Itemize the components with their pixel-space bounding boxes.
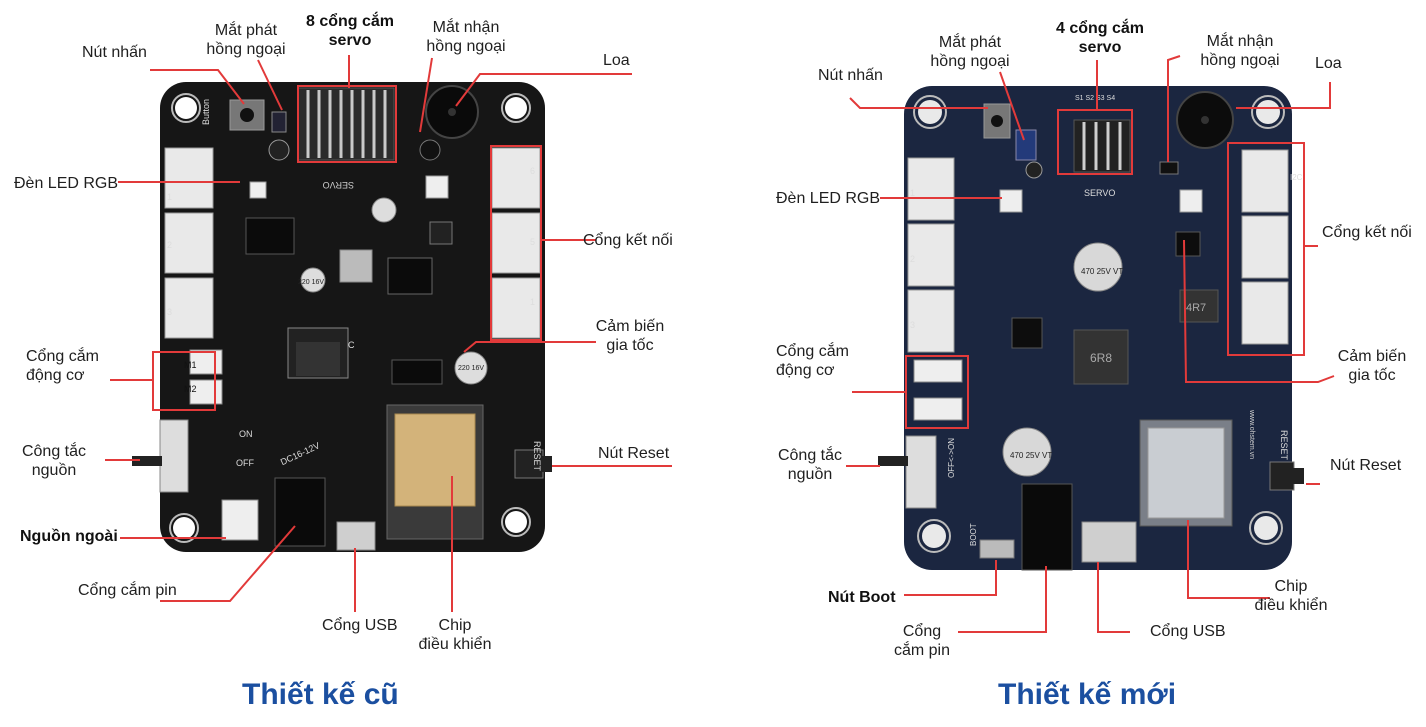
old-label-button: Nút nhấn bbox=[82, 44, 147, 61]
new-board: SERVO S1 S2 S3 S4 RESET BOOT OFF<->ON 47… bbox=[846, 55, 1335, 633]
old-label-servo-line2: servo bbox=[328, 32, 372, 49]
old-silk-3: 3 bbox=[167, 307, 172, 317]
old-silk-6: 6 bbox=[530, 166, 535, 176]
old-silk-m1: M1 bbox=[184, 360, 197, 370]
new-label-power-switch: Công tắc nguồn bbox=[772, 446, 848, 484]
old-silk-c: C bbox=[348, 340, 355, 350]
old-silk-cap1: 220 16V bbox=[298, 279, 324, 286]
new-silk-3: 3 bbox=[910, 320, 915, 330]
old-label-chip: Chip điều khiển bbox=[410, 616, 500, 654]
new-silk-1: 1 bbox=[910, 188, 915, 198]
old-label-motor: Cổng cắm động cơ bbox=[26, 347, 99, 385]
new-label-ir-rx-line2: hồng ngoại bbox=[1200, 52, 1280, 69]
old-label-rgb-led: Đèn LED RGB bbox=[14, 175, 119, 192]
new-label-ir-rx: Mắt nhận hồng ngoại bbox=[1192, 32, 1288, 70]
old-silk-1: 1 bbox=[167, 192, 172, 202]
new-label-motor: Cổng cắm động cơ bbox=[776, 342, 849, 380]
old-label-power-switch-line1: Công tắc bbox=[21, 443, 87, 460]
new-label-motor-line1: Cổng cắm bbox=[776, 343, 849, 360]
old-label-ir-rx-line2: hồng ngoại bbox=[426, 38, 506, 55]
new-label-servo: 4 cổng cắm servo bbox=[1050, 19, 1150, 57]
old-label-ir-rx: Mắt nhận hồng ngoại bbox=[418, 18, 514, 56]
old-label-ir-tx-line1: Mắt phát bbox=[214, 22, 278, 39]
new-label-battery-line1: Cổng bbox=[902, 623, 942, 640]
old-silk-5: 5 bbox=[530, 237, 535, 247]
new-label-reset: Nút Reset bbox=[1330, 457, 1402, 474]
new-label-battery: Cổng cắm pin bbox=[884, 622, 960, 660]
new-label-button: Nút nhấn bbox=[818, 67, 883, 84]
new-label-servo-line2: servo bbox=[1078, 39, 1122, 56]
new-silk-i2c: I2C bbox=[1290, 173, 1303, 182]
old-silk-reset: RESET bbox=[532, 441, 542, 472]
old-silk-on: ON bbox=[239, 429, 253, 439]
old-label-servo: 8 cổng cắm servo bbox=[300, 12, 400, 50]
new-label-ir-tx-line2: hồng ngoại bbox=[930, 53, 1010, 70]
new-label-speaker: Loa bbox=[1315, 55, 1342, 72]
new-silk-4r7: 4R7 bbox=[1186, 302, 1206, 314]
new-silk-boot: BOOT bbox=[969, 523, 978, 546]
new-label-chip-line2: điều khiển bbox=[1254, 597, 1328, 614]
old-label-battery: Cổng cắm pin bbox=[78, 582, 177, 599]
old-label-ext-power: Nguồn ngoài bbox=[20, 528, 118, 545]
new-label-power-switch-line2: nguồn bbox=[787, 466, 833, 483]
new-silk-onoff: OFF<->ON bbox=[947, 438, 956, 478]
old-label-usb: Cổng USB bbox=[322, 617, 398, 634]
old-label-ir-rx-line1: Mắt nhận bbox=[432, 19, 500, 36]
new-label-ir-tx-line1: Mắt phát bbox=[938, 34, 1002, 51]
new-label-boot: Nút Boot bbox=[828, 589, 896, 606]
old-label-accel-line2: gia tốc bbox=[606, 337, 654, 354]
old-silk-2: 2 bbox=[167, 240, 172, 250]
new-silk-cap1: 470 25V VT bbox=[1081, 267, 1123, 276]
old-board: Button RESET SERVO ON OFF DC16-12V M1 M2… bbox=[105, 55, 672, 612]
old-silk-r1: 1 bbox=[530, 297, 535, 307]
new-label-connector: Cổng kết nối bbox=[1322, 224, 1412, 241]
new-label-battery-line2: cắm pin bbox=[893, 642, 951, 659]
new-silk-cap2: 470 25V VT bbox=[1010, 451, 1052, 460]
new-label-accel-line1: Cảm biến bbox=[1337, 348, 1407, 365]
old-silk-m2: M2 bbox=[184, 384, 197, 394]
old-design-title: Thiết kế cũ bbox=[242, 678, 399, 711]
old-label-power-switch-line2: nguồn bbox=[31, 462, 77, 479]
old-label-servo-line1: 8 cổng cắm bbox=[305, 13, 395, 30]
old-label-motor-line2: động cơ bbox=[26, 367, 85, 384]
old-label-ir-tx-line2: hồng ngoại bbox=[206, 41, 286, 58]
new-label-rgb-led: Đèn LED RGB bbox=[776, 190, 881, 207]
old-label-accel: Cảm biến gia tốc bbox=[590, 317, 670, 355]
new-silk-web: www.ohstem.vn bbox=[1248, 409, 1255, 459]
old-label-power-switch: Công tắc nguồn bbox=[16, 442, 92, 480]
old-silk-off: OFF bbox=[236, 458, 254, 468]
new-silk-servo: SERVO bbox=[1084, 188, 1115, 198]
new-silk-6r8: 6R8 bbox=[1090, 351, 1112, 365]
old-label-reset: Nút Reset bbox=[598, 445, 670, 462]
new-label-power-switch-line1: Công tắc bbox=[777, 447, 843, 464]
old-label-motor-line1: Cổng cắm bbox=[26, 348, 99, 365]
new-label-servo-line1: 4 cổng cắm bbox=[1055, 20, 1145, 37]
old-label-speaker: Loa bbox=[603, 52, 630, 69]
new-label-accel: Cảm biến gia tốc bbox=[1330, 347, 1414, 385]
old-silk-servo: SERVO bbox=[323, 180, 354, 190]
old-label-connector: Cổng kết nối bbox=[583, 232, 673, 249]
old-silk-button: Button bbox=[201, 99, 211, 125]
new-silk-s: S1 S2 S3 S4 bbox=[1075, 95, 1115, 102]
old-label-accel-line1: Cảm biến bbox=[595, 318, 665, 335]
new-label-ir-rx-line1: Mắt nhận bbox=[1206, 33, 1274, 50]
new-silk-2: 2 bbox=[910, 254, 915, 264]
new-label-usb: Cổng USB bbox=[1150, 623, 1226, 640]
new-label-chip: Chip điều khiển bbox=[1246, 577, 1336, 615]
old-label-chip-line1: Chip bbox=[438, 617, 472, 634]
new-label-accel-line2: gia tốc bbox=[1348, 367, 1396, 384]
new-design-title: Thiết kế mới bbox=[998, 678, 1177, 711]
new-silk-reset: RESET bbox=[1279, 430, 1289, 461]
old-label-chip-line2: điều khiển bbox=[418, 636, 492, 653]
new-label-motor-line2: động cơ bbox=[776, 362, 835, 379]
new-label-chip-line1: Chip bbox=[1274, 578, 1308, 595]
old-label-ir-tx: Mắt phát hồng ngoại bbox=[200, 21, 292, 59]
new-label-ir-tx: Mắt phát hồng ngoại bbox=[922, 33, 1018, 71]
old-silk-cap2: 220 16V bbox=[458, 365, 484, 372]
